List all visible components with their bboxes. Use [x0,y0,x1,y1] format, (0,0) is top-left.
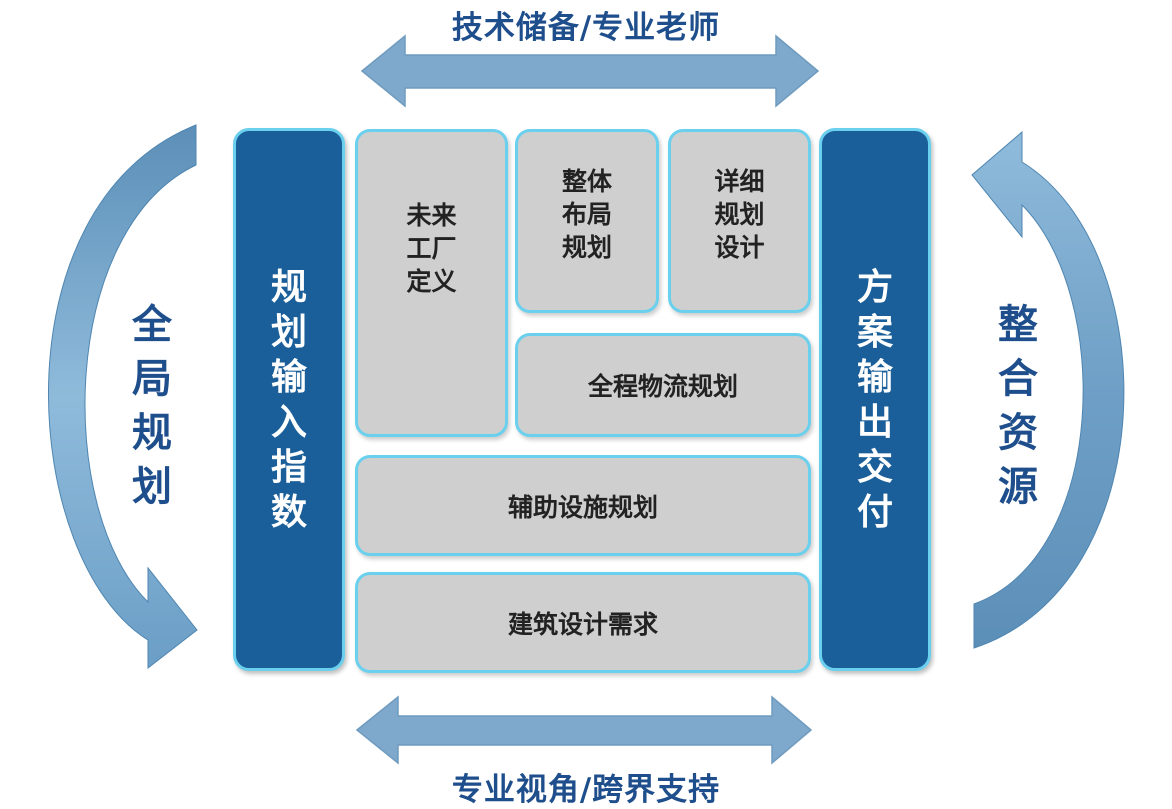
left-cycle-label: 全局规划 [132,302,172,510]
auxiliary-label: 辅助设施规划 [507,492,658,522]
detailed-design-label: 详细规划设计 [714,166,765,262]
building-block: 建筑设计需求 [355,572,811,673]
detailed-design-block: 详细规划设计 [668,129,811,313]
right-cycle-label: 整合资源 [998,302,1038,510]
top-double-arrow-icon [360,34,820,108]
top-caption: 技术储备/专业老师 [451,10,721,46]
bottom-double-arrow-icon [355,695,813,765]
overall-layout-label: 整体布局规划 [561,166,612,262]
bottom-caption: 专业视角/跨界支持 [451,772,721,808]
input-pillar: 规划输入指数 [233,128,345,671]
output-pillar: 方案输出交付 [819,128,931,671]
overall-layout-block: 整体布局规划 [515,129,659,313]
output-pillar-label: 方案输出交付 [856,266,893,533]
input-pillar-label: 规划输入指数 [270,266,307,533]
future-factory-block: 未来工厂定义 [355,129,508,437]
right-cycle-arrow-icon [971,130,1125,649]
logistics-block: 全程物流规划 [515,333,811,437]
auxiliary-block: 辅助设施规划 [355,455,811,556]
logistics-label: 全程物流规划 [587,372,738,401]
left-cycle-arrow-icon [47,124,198,670]
building-label: 建筑设计需求 [507,609,658,639]
future-factory-label: 未来工厂定义 [406,200,457,296]
